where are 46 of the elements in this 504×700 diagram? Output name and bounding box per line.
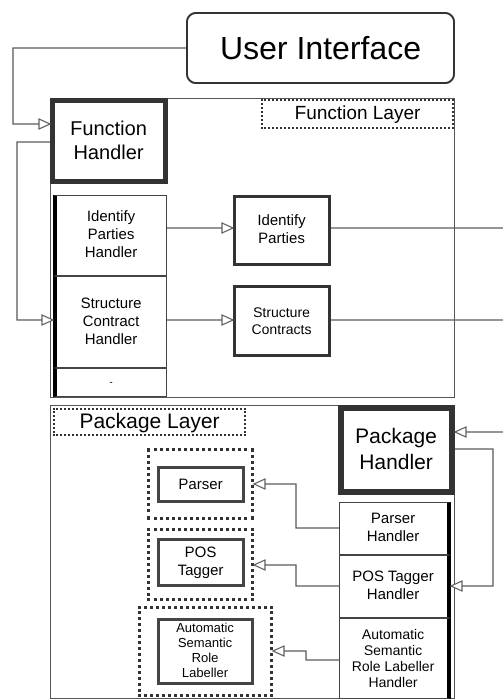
node-label: Structure Contract Handler <box>80 294 142 348</box>
node-label: - <box>109 376 113 388</box>
process-box <box>156 466 244 502</box>
layer-panel <box>50 405 455 699</box>
node-label: Structure Contracts <box>250 304 312 338</box>
handler-cell <box>52 368 166 396</box>
handler-cell <box>338 502 450 554</box>
connector-line <box>331 319 503 321</box>
arrow <box>450 448 494 592</box>
interface-box <box>186 12 455 84</box>
layer-panel <box>50 98 455 398</box>
node-label: Parser <box>178 476 223 492</box>
arrow <box>12 47 186 130</box>
dashed-frame <box>146 448 254 520</box>
process-box <box>232 194 330 266</box>
process-box <box>232 284 330 356</box>
node-label: User Interface <box>220 30 421 66</box>
dashed-frame <box>146 528 254 600</box>
connector-line <box>331 227 503 229</box>
node-label: POS Tagger Handler <box>352 568 434 604</box>
layer-title: Function Layer <box>261 99 454 129</box>
process-box <box>156 538 244 586</box>
node-label: Identify Parties Handler <box>84 208 138 262</box>
arrow <box>167 314 234 326</box>
arrow <box>454 426 503 438</box>
arrow <box>167 222 234 234</box>
arrow <box>272 645 339 661</box>
node-label: Parser Handler <box>366 510 420 546</box>
process-box <box>156 618 254 684</box>
node-label: Identify Parties <box>256 212 307 248</box>
arrow <box>253 559 339 587</box>
handler-cell <box>338 618 450 698</box>
handler-cell <box>52 276 166 368</box>
dashed-frame <box>138 606 272 696</box>
node-label: Package Handler <box>355 424 437 475</box>
handler-box <box>338 404 454 494</box>
handler-cell <box>52 194 166 276</box>
arrow <box>16 141 54 326</box>
handler-cell <box>338 554 450 618</box>
node-label: POS Tagger <box>176 544 224 580</box>
handler-box <box>50 98 168 184</box>
node-label: Automatic Semantic Role Labeller <box>175 621 235 681</box>
arrow <box>253 478 339 529</box>
node-label: Function Handler <box>69 116 148 164</box>
node-label: Automatic Semantic Role Labeller Handler <box>352 626 434 690</box>
layer-title: Package Layer <box>53 408 246 436</box>
